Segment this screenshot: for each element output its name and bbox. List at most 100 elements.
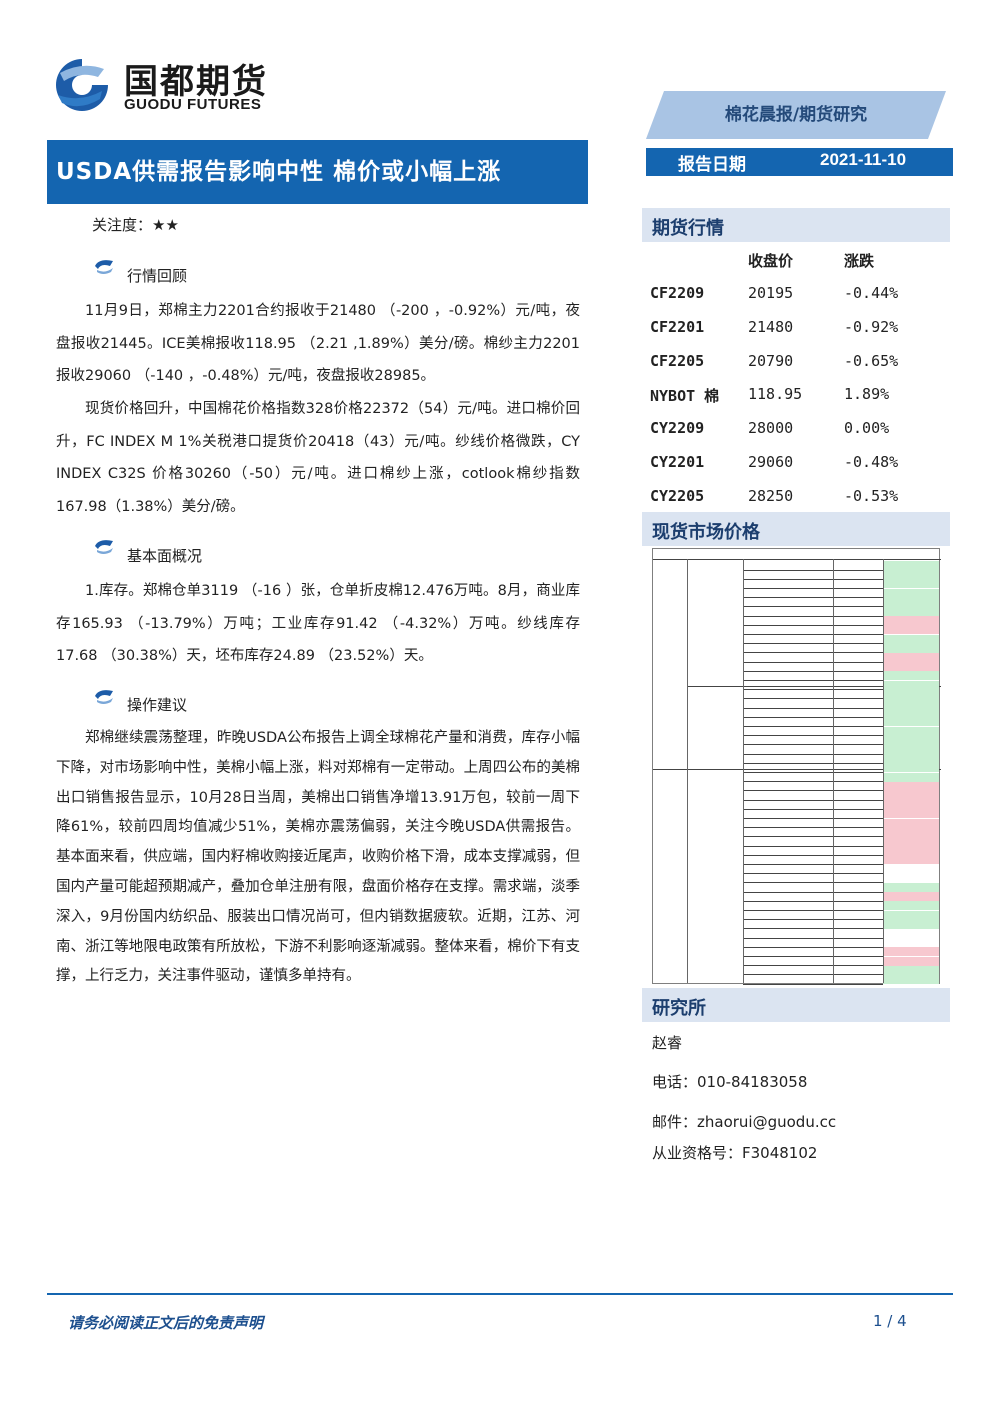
spot-grid-line — [743, 827, 883, 829]
spot-grid-line — [743, 781, 883, 783]
spot-change-cell — [883, 791, 939, 800]
spot-grid-line — [743, 799, 883, 801]
spot-grid-line — [743, 790, 883, 792]
spot-grid-line — [743, 606, 883, 608]
spot-change-cell — [883, 579, 939, 589]
spot-change-cell — [883, 910, 939, 920]
futures-row-name: CY2201 — [650, 453, 705, 471]
spot-change-cell — [883, 561, 939, 570]
spot-change-cell — [883, 662, 939, 672]
spot-grid-line — [743, 661, 883, 663]
spot-grid-line — [743, 946, 883, 948]
spot-change-cell — [883, 809, 939, 819]
section-bullet-icon — [95, 260, 113, 274]
spot-grid-line — [743, 817, 883, 819]
report-date-label: 报告日期 — [678, 155, 746, 175]
section-bullet-icon — [95, 540, 113, 554]
spot-grid-line — [743, 597, 883, 599]
spot-grid-line — [743, 762, 883, 764]
spot-grid-line — [743, 559, 744, 983]
spot-grid-line — [743, 725, 883, 727]
spot-grid-line — [743, 808, 883, 810]
report-title: USDA供需报告影响中性 棉价或小幅上涨 — [56, 159, 502, 185]
futures-row-change: -0.92% — [844, 317, 899, 336]
futures-row-close: 29060 — [748, 453, 794, 471]
spot-grid-line — [743, 928, 883, 930]
futures-header-change: 涨跌 — [844, 252, 875, 270]
futures-row-change: -0.48% — [844, 453, 899, 471]
spot-change-cell — [883, 846, 939, 856]
spot-grid-line — [743, 689, 883, 691]
spot-grid-line — [743, 753, 883, 755]
futures-panel-title: 期货行情 — [652, 218, 724, 239]
spot-change-cell — [883, 873, 939, 883]
spot-change-cell — [883, 726, 939, 736]
futures-row-change: 1.89% — [844, 385, 890, 404]
futures-row-change: -0.53% — [844, 486, 899, 505]
futures-row-close: 20195 — [748, 284, 794, 302]
spot-change-cell — [883, 570, 939, 580]
section-bullet-icon — [95, 690, 113, 704]
spot-grid-line — [743, 900, 883, 902]
spot-change-cell — [883, 975, 939, 984]
spot-grid-line — [743, 891, 883, 893]
paragraph-fundamentals: 1.库存。郑棉仓单3119 （-16 ）张，仓单折皮棉12.476万吨。8月，商… — [56, 583, 580, 664]
futures-row-close: 20790 — [748, 351, 794, 370]
spot-change-cell — [883, 616, 939, 626]
spot-grid-line — [743, 965, 883, 967]
spot-grid-line — [743, 652, 883, 654]
analyst-phone: 电话：010-84183058 — [652, 1073, 808, 1091]
analyst-email[interactable]: 邮件：zhaorui@guodu.cc — [652, 1113, 837, 1131]
spot-change-cell — [883, 689, 939, 699]
futures-row-close: 28000 — [748, 419, 794, 438]
spot-grid-line — [743, 882, 883, 884]
spot-change-cell — [883, 901, 939, 911]
spot-change-cell — [883, 919, 939, 929]
futures-header-close: 收盘价 — [748, 252, 794, 270]
spot-grid-line — [743, 836, 883, 838]
spot-grid-line — [687, 686, 941, 687]
spot-panel-title: 现货市场价格 — [652, 522, 760, 543]
futures-row-name: CY2205 — [650, 486, 705, 505]
spot-grid-line — [653, 769, 941, 770]
spot-grid-line — [743, 578, 883, 580]
spot-change-cell — [883, 781, 939, 791]
spot-change-cell — [883, 634, 939, 644]
spot-grid-line — [743, 615, 883, 617]
futures-row-name: NYBOT 棉 — [650, 387, 720, 406]
spot-grid-line — [743, 983, 883, 985]
spot-change-cell — [883, 892, 939, 902]
spot-grid-line — [743, 735, 883, 737]
spot-change-cell — [883, 818, 939, 828]
spot-grid-line — [743, 955, 883, 957]
spot-change-cell — [883, 883, 939, 892]
spot-panel-header — [642, 512, 950, 546]
spot-grid-line — [743, 744, 883, 746]
spot-grid-line — [743, 624, 883, 626]
spot-change-cell — [883, 947, 939, 957]
analyst-license: 从业资格号：F3048102 — [652, 1144, 818, 1162]
title-bar — [47, 140, 588, 204]
spot-grid-line — [743, 863, 883, 865]
spot-grid-line — [743, 670, 883, 672]
spot-change-cell — [883, 754, 939, 764]
spot-change-cell — [883, 653, 939, 662]
spot-change-cell — [883, 763, 939, 773]
spot-change-cell — [883, 607, 939, 616]
futures-row-close: 21480 — [748, 317, 794, 336]
footer-disclaimer[interactable]: 请务必阅读正文后的免责声明 — [68, 1314, 264, 1332]
spot-grid-line — [743, 643, 883, 645]
guodu-logo-icon — [56, 59, 108, 111]
footer-divider — [47, 1293, 953, 1295]
spot-price-table — [652, 548, 941, 985]
logo-english-name: GUODU FUTURES — [124, 96, 262, 113]
category-label: 棉花晨报/期货研究 — [724, 105, 868, 125]
paragraph-suggestion: 郑棉继续震荡整理，昨晚USDA公布报告上调全球棉花产量和消费，库存小幅下降，对市… — [56, 730, 580, 985]
spot-change-cell — [883, 965, 939, 975]
spot-change-cell — [883, 772, 939, 782]
futures-row-name: CF2201 — [650, 317, 705, 336]
spot-change-cell — [883, 864, 939, 874]
spot-change-cell — [883, 827, 939, 837]
spot-change-cell — [883, 800, 939, 810]
spot-grid-line — [743, 854, 883, 856]
